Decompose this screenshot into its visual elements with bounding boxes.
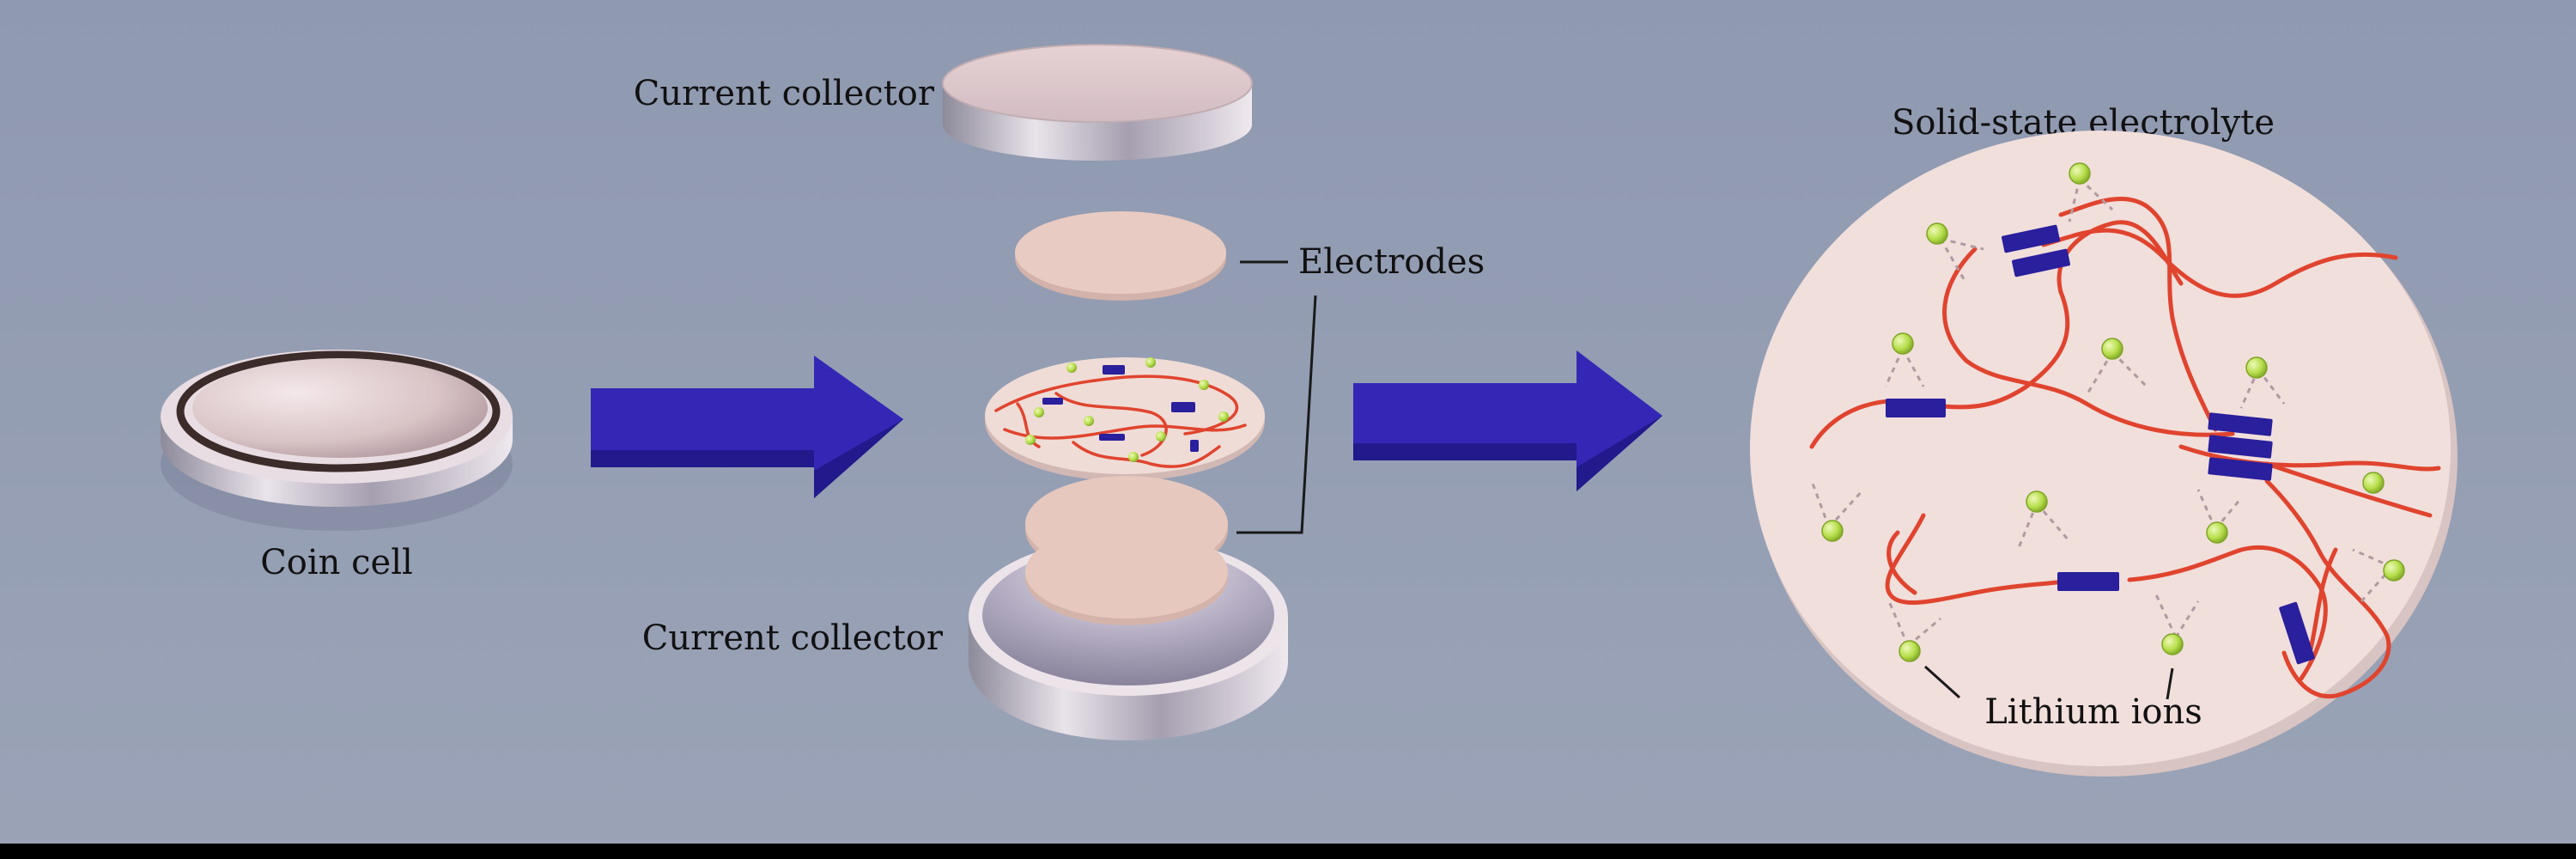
crosslink-blocks	[1886, 224, 2315, 665]
coin-cell-label: Coin cell	[260, 543, 413, 582]
lithium-ion	[1926, 222, 1948, 245]
lithium-ion	[2101, 338, 2123, 360]
electrode-top	[1015, 211, 1226, 301]
current-collector-top	[942, 44, 1253, 161]
coin-cell	[161, 350, 513, 531]
lithium-ion	[1899, 640, 1921, 662]
lithium-ion	[1892, 332, 1914, 355]
current-collector-top-label: Current collector	[634, 74, 935, 113]
lithium-ions-label: Lithium ions	[1984, 692, 2202, 732]
electrolyte-magnified	[1750, 131, 2458, 777]
lithium-ions-leader-lines	[1923, 665, 2174, 700]
coordination-dashes	[1810, 177, 2394, 648]
lithium-ion	[2161, 633, 2184, 655]
coin-cell-groove	[176, 350, 501, 472]
lithium-ion	[2362, 472, 2385, 494]
bottom-black-bar	[0, 844, 2576, 859]
electrodes-label: Electrodes	[1298, 242, 1485, 282]
lithium-ion-spheres	[1821, 162, 2405, 662]
current-collector-bottom	[969, 526, 1288, 740]
electrolyte-layer-small	[985, 357, 1265, 481]
lithium-ion	[2383, 559, 2405, 582]
arrow-right-1	[591, 356, 903, 498]
lithium-ion	[2245, 356, 2268, 379]
current-collector-bottom-label: Current collector	[642, 618, 944, 658]
arrow-right-2	[1353, 350, 1662, 491]
lithium-ion	[2026, 490, 2048, 513]
lithium-ion	[1821, 520, 1844, 542]
electrodes-leader-lines	[1236, 260, 1317, 534]
lithium-ion	[2069, 162, 2091, 185]
coin-cell-top	[192, 358, 488, 458]
lithium-ion	[2206, 521, 2228, 544]
